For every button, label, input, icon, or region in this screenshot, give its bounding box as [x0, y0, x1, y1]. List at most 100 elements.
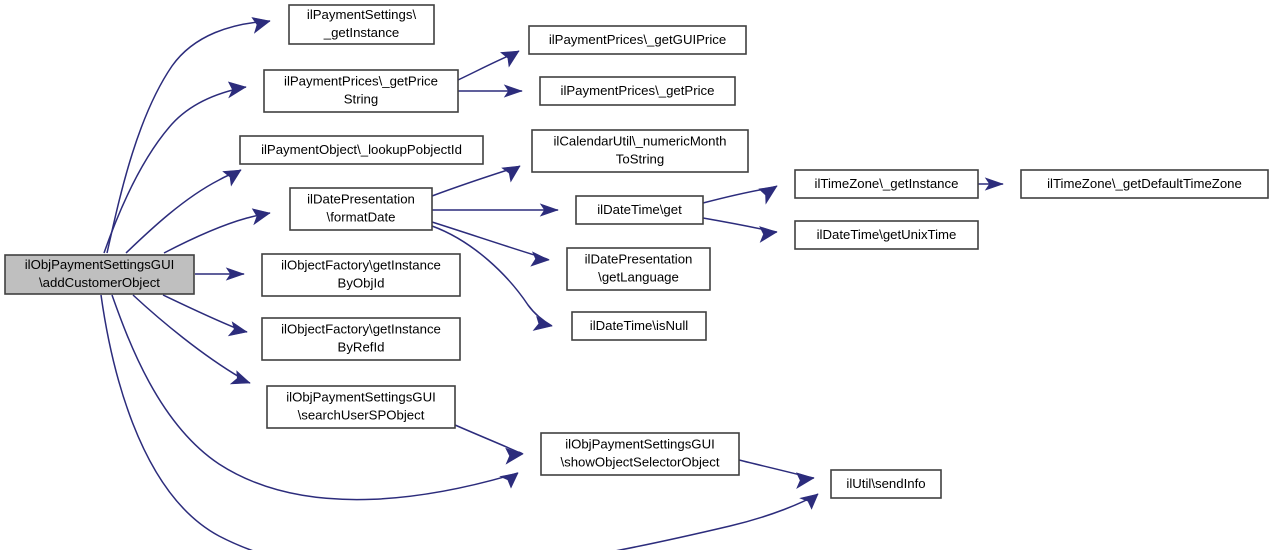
call-edge [106, 17, 271, 254]
arrowhead-icon [227, 321, 248, 337]
node-label-line1: ilDateTime\get [597, 202, 682, 217]
call-edge [195, 267, 245, 281]
call-edge [432, 203, 559, 217]
arrowhead-icon [505, 447, 524, 465]
node-box[interactable] [4, 254, 195, 295]
node-box[interactable] [261, 317, 461, 361]
arrowhead-icon [758, 185, 778, 205]
node-label-line1: ilObjectFactory\getInstance [281, 257, 441, 272]
node-label-line1: ilCalendarUtil\_numericMonth [554, 133, 727, 148]
edge-line [106, 20, 271, 254]
node-label-line2: \addCustomerObject [39, 275, 160, 290]
call-edge [125, 169, 242, 254]
graph-node-paymentsettings_getinstance[interactable]: ilPaymentSettings\ _getInstance [288, 4, 435, 45]
node-label-line2: \getLanguage [598, 269, 679, 284]
call-edge [454, 424, 524, 465]
node-label-line1: ilDatePresentation [307, 191, 415, 206]
call-edge [978, 177, 1004, 191]
call-edge [702, 217, 778, 243]
node-label-line2: \searchUserSPObject [298, 407, 425, 422]
node-label-line1: ilDateTime\getUnixTime [817, 227, 957, 242]
node-box[interactable] [263, 69, 459, 113]
graph-node-datetime_getunixtime[interactable]: ilDateTime\getUnixTime [794, 220, 979, 250]
node-box[interactable] [830, 469, 942, 499]
arrowhead-icon [759, 226, 778, 243]
node-box[interactable] [794, 220, 979, 250]
graph-node-paymentobject_lookuppobjectid[interactable]: ilPaymentObject\_lookupPobjectId [239, 135, 484, 165]
node-box[interactable] [575, 195, 704, 225]
node-box[interactable] [531, 129, 749, 173]
call-edge [738, 459, 815, 490]
arrowhead-icon [503, 84, 523, 98]
node-label-line1: ilTimeZone\_getInstance [815, 176, 959, 191]
call-edge [111, 294, 519, 501]
node-label-line1: ilTimeZone\_getDefaultTimeZone [1047, 176, 1242, 191]
node-label-line1: ilPaymentObject\_lookupPobjectId [261, 142, 462, 157]
arrowhead-icon [799, 493, 819, 510]
call-edge [431, 225, 553, 331]
call-edge [431, 165, 521, 197]
arrowhead-icon [227, 81, 247, 99]
call-edge [458, 84, 523, 98]
edge-line [163, 212, 271, 254]
arrowhead-icon [499, 472, 519, 489]
node-label-line1: ilUtil\sendInfo [846, 476, 925, 491]
node-box[interactable] [239, 135, 484, 165]
arrowhead-icon [229, 370, 251, 385]
node-label-line2: \formatDate [327, 209, 396, 224]
graph-node-datepresentation_getlanguage[interactable]: ilDatePresentation\getLanguage [566, 247, 711, 291]
arrowhead-icon [984, 177, 1004, 191]
node-box[interactable] [539, 76, 736, 106]
arrowhead-icon [532, 315, 553, 331]
node-box[interactable] [289, 187, 433, 231]
node-box[interactable] [571, 311, 707, 341]
edge-line [111, 294, 519, 501]
graph-node-datetime_isnull[interactable]: ilDateTime\isNull [571, 311, 707, 341]
arrowhead-icon [251, 17, 271, 34]
graph-node-util_sendinfo[interactable]: ilUtil\sendInfo [830, 469, 942, 499]
graph-node-showobjectselector[interactable]: ilObjPaymentSettingsGUI\showObjectSelect… [540, 432, 740, 476]
node-label-line2: ToString [616, 151, 664, 166]
edge-line [103, 86, 247, 254]
graph-node-timezone_getinstance[interactable]: ilTimeZone\_getInstance [794, 169, 979, 199]
graph-node-timezone_getdefaulttimezone[interactable]: ilTimeZone\_getDefaultTimeZone [1020, 169, 1269, 199]
call-edge [457, 50, 520, 81]
node-box[interactable] [528, 25, 747, 55]
node-box[interactable] [261, 253, 461, 297]
graph-node-datetime_get[interactable]: ilDateTime\get [575, 195, 704, 225]
node-box[interactable] [794, 169, 979, 199]
call-edge [132, 294, 251, 385]
arrowhead-icon [796, 472, 815, 490]
node-label-line1: ilPaymentSettings\ [307, 7, 417, 22]
node-label-line1: ilPaymentPrices\_getPrice [284, 73, 438, 88]
graph-node-root[interactable]: ilObjPaymentSettingsGUI \addCustomerObjec… [4, 254, 195, 295]
node-label-line2: ByRefId [338, 339, 385, 354]
arrowhead-icon [251, 208, 271, 226]
node-box[interactable] [1020, 169, 1269, 199]
graph-node-paymentprices_getguiprice[interactable]: ilPaymentPrices\_getGUIPrice [528, 25, 747, 55]
node-box[interactable] [266, 385, 456, 429]
node-label-line2: _getInstance [323, 25, 400, 40]
graph-node-datepresentation_formatdate[interactable]: ilDatePresentation \formatDate [289, 187, 433, 231]
node-label-line1: ilDateTime\isNull [590, 318, 689, 333]
edge-line [125, 169, 242, 254]
node-box[interactable] [566, 247, 711, 291]
node-label-line1: ilObjectFactory\getInstance [281, 321, 441, 336]
arrowhead-icon [501, 165, 521, 183]
call-edge [162, 294, 248, 337]
graph-node-paymentprices_getprice[interactable]: ilPaymentPrices\_getPrice [539, 76, 736, 106]
node-box[interactable] [288, 4, 435, 45]
node-label-line1: ilObjPaymentSettingsGUI [25, 257, 175, 272]
arrowhead-icon [539, 203, 559, 217]
node-label-line2: ByObjId [338, 275, 385, 290]
node-box[interactable] [540, 432, 740, 476]
node-label-line1: ilObjPaymentSettingsGUI [286, 389, 436, 404]
graph-node-searchusersp[interactable]: ilObjPaymentSettingsGUI \searchUserSPObje… [266, 385, 456, 429]
arrowhead-icon [500, 50, 520, 68]
node-label-line2: \showObjectSelectorObject [560, 454, 719, 469]
